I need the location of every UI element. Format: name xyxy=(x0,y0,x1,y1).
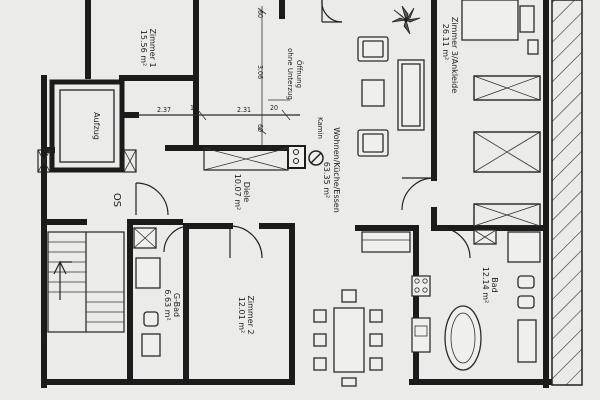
annotation-labels: Kamin Öffnung ohne Unterzug OS xyxy=(111,48,324,207)
dim-20: 20 xyxy=(270,104,278,112)
room-name-zimmer1: Zimmer 1 xyxy=(148,28,157,67)
bathroom-fixtures xyxy=(133,227,541,371)
room-area-diele: 10.07 m² xyxy=(233,174,242,210)
dimension-lines xyxy=(140,6,296,146)
room-area-zimmer2: 12.01 m² xyxy=(237,297,246,333)
dim-10: 10 xyxy=(190,104,198,112)
room-area-bad: 12.14 m² xyxy=(481,267,490,303)
living-furniture xyxy=(313,5,431,387)
fireplace-icon xyxy=(308,150,324,166)
room-name-gbad: G-Bad xyxy=(172,293,181,317)
room-area-gbad: 6.63 m² xyxy=(163,289,172,320)
kamin-label: Kamin xyxy=(316,117,324,139)
dim-3-06: 3.06 xyxy=(256,65,264,79)
doors xyxy=(135,0,471,259)
stair-code-label: OS xyxy=(111,193,122,207)
dimension-labels: 2.37 10 2.31 20 3.06 60 60 xyxy=(157,10,278,132)
staircase xyxy=(43,231,125,342)
opening-label-line2: ohne Unterzug xyxy=(286,48,294,100)
room-area-wohnen: 63.35 m² xyxy=(322,162,331,198)
balcony-hatched-strip xyxy=(551,0,583,386)
plant-icon xyxy=(391,5,421,35)
room-name-zimmer3: Zimmer 3/Ankleide xyxy=(450,17,459,93)
dim-60-mid: 60 xyxy=(256,124,264,132)
opening-label-line1: Öffnung xyxy=(295,60,304,88)
room-labels: Zimmer 1 15.56 m² Zimmer 3/Ankleide 26.1… xyxy=(92,17,499,335)
room-area-zimmer1: 15.56 m² xyxy=(139,30,148,66)
dim-60-top: 60 xyxy=(256,10,264,18)
room-name-aufzug: Aufzug xyxy=(92,112,101,140)
room-name-bad: Bad xyxy=(490,277,499,292)
room-name-zimmer2: Zimmer 2 xyxy=(246,295,255,334)
dim-2-31: 2.31 xyxy=(237,106,251,114)
bedroom-furniture xyxy=(461,0,541,227)
dim-2-37: 2.37 xyxy=(157,106,171,114)
room-name-wohnen: Wohnen/Küche/Essen xyxy=(332,127,341,213)
room-name-diele: Diele xyxy=(242,182,251,203)
room-area-zimmer3: 26.11 m² xyxy=(441,24,450,60)
